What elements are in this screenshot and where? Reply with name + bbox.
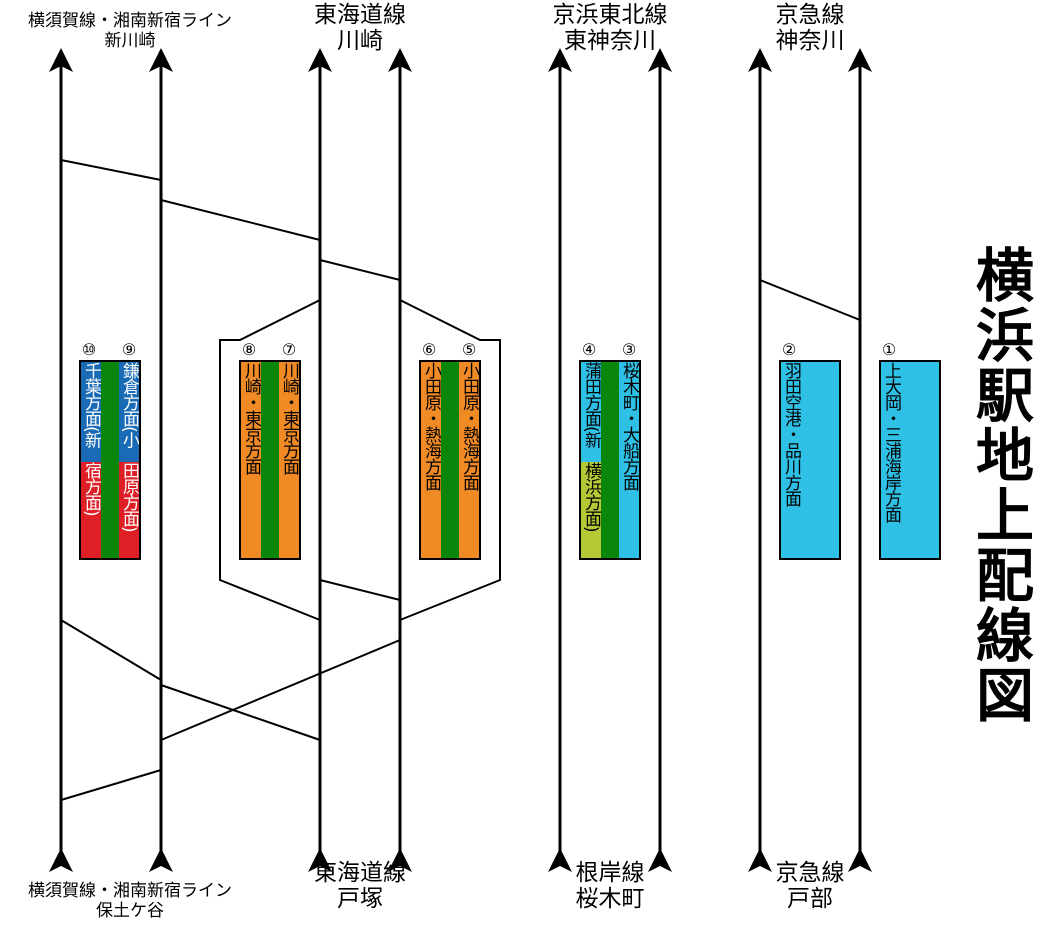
bottom-label-negishi: 根岸線桜木町 bbox=[576, 860, 645, 913]
platform-number-6: ⑥ bbox=[421, 340, 437, 359]
platform-10-destination: 千葉方面(新 bbox=[81, 362, 101, 462]
platform-keihin: 蒲田方面(新 横浜方面) 桜木町・大船方面 bbox=[579, 360, 641, 560]
platform-number-1: ① bbox=[881, 340, 897, 359]
station-name: 川崎 bbox=[337, 28, 383, 55]
platform-4-strip: 蒲田方面(新 横浜方面) bbox=[581, 362, 601, 558]
platform-keikyu-2: 羽田空港・品川方面 bbox=[779, 360, 841, 560]
platform-number-8: ⑧ bbox=[241, 340, 257, 359]
platform-number-5: ⑤ bbox=[461, 340, 477, 359]
platform-number-2: ② bbox=[781, 340, 797, 359]
platform-9-destination-cont: 田原方面) bbox=[119, 462, 139, 558]
top-label-yokosuka: 横須賀線・湘南新宿ライン新川崎 bbox=[28, 11, 232, 51]
platform-island bbox=[601, 362, 619, 558]
bottom-label-keikyu: 京急線戸部 bbox=[776, 860, 845, 913]
platform-7-destination: 川崎・東京方面 bbox=[279, 362, 299, 558]
station-name: 戸塚 bbox=[337, 886, 383, 913]
platform-2-destination: 羽田空港・品川方面 bbox=[781, 362, 801, 506]
platform-number-9: ⑨ bbox=[121, 340, 137, 359]
line-name: 京急線 bbox=[775, 2, 845, 28]
platform-number-10: ⑩ bbox=[81, 340, 97, 359]
top-label-keihin: 京浜東北線東神奈川 bbox=[553, 2, 668, 55]
platform-1-destination: 上大岡・三浦海岸方面 bbox=[881, 362, 901, 522]
bottom-label-tokaido: 東海道線戸塚 bbox=[314, 860, 406, 913]
platform-4-destination-cont: 横浜方面) bbox=[581, 462, 601, 558]
platform-6-destination: 小田原・熱海方面 bbox=[421, 362, 441, 558]
top-label-keikyu: 京急線神奈川 bbox=[776, 2, 845, 55]
platform-island bbox=[101, 362, 119, 558]
platform-number-7: ⑦ bbox=[281, 340, 297, 359]
platform-3-destination: 桜木町・大船方面 bbox=[619, 362, 639, 558]
station-name: 保土ケ谷 bbox=[96, 900, 164, 921]
platform-10-destination-cont: 宿方面) bbox=[81, 462, 101, 558]
platform-island bbox=[441, 362, 459, 558]
platform-number-3: ③ bbox=[621, 340, 637, 359]
line-name: 東海道線 bbox=[314, 860, 406, 886]
station-name: 神奈川 bbox=[775, 28, 845, 55]
platform-8-destination: 川崎・東京方面 bbox=[241, 362, 261, 558]
platform-yokosuka: 千葉方面(新 宿方面) 鎌倉方面(小 田原方面) bbox=[79, 360, 141, 560]
line-name: 横須賀線・湘南新宿ライン bbox=[28, 11, 232, 31]
platform-9-destination: 鎌倉方面(小 bbox=[119, 362, 139, 462]
platform-tokaido-up: 川崎・東京方面 川崎・東京方面 bbox=[239, 360, 301, 560]
bottom-label-yokosuka: 横須賀線・湘南新宿ライン保土ケ谷 bbox=[28, 881, 232, 921]
line-name: 根岸線 bbox=[575, 860, 645, 886]
platform-keikyu-1: 上大岡・三浦海岸方面 bbox=[879, 360, 941, 560]
crossovers bbox=[60, 159, 861, 801]
platform-10-strip: 千葉方面(新 宿方面) bbox=[81, 362, 101, 558]
platform-9-strip: 鎌倉方面(小 田原方面) bbox=[119, 362, 139, 558]
station-name: 東神奈川 bbox=[564, 28, 656, 55]
line-name: 京急線 bbox=[775, 860, 845, 886]
platform-number-4: ④ bbox=[581, 340, 597, 359]
station-name: 戸部 bbox=[787, 886, 833, 913]
platform-island bbox=[261, 362, 279, 558]
diagram-title: 横浜駅地上配線図 bbox=[966, 245, 1034, 725]
line-name: 横須賀線・湘南新宿ライン bbox=[28, 881, 232, 901]
station-name: 新川崎 bbox=[104, 30, 156, 51]
platform-5-destination: 小田原・熱海方面 bbox=[459, 362, 479, 558]
platform-tokaido-down: 小田原・熱海方面 小田原・熱海方面 bbox=[419, 360, 481, 560]
top-label-tokaido: 東海道線川崎 bbox=[314, 2, 406, 55]
station-name: 桜木町 bbox=[575, 886, 645, 913]
line-name: 東海道線 bbox=[314, 2, 406, 28]
line-name: 京浜東北線 bbox=[552, 2, 668, 28]
platform-4-destination: 蒲田方面(新 bbox=[581, 362, 601, 462]
